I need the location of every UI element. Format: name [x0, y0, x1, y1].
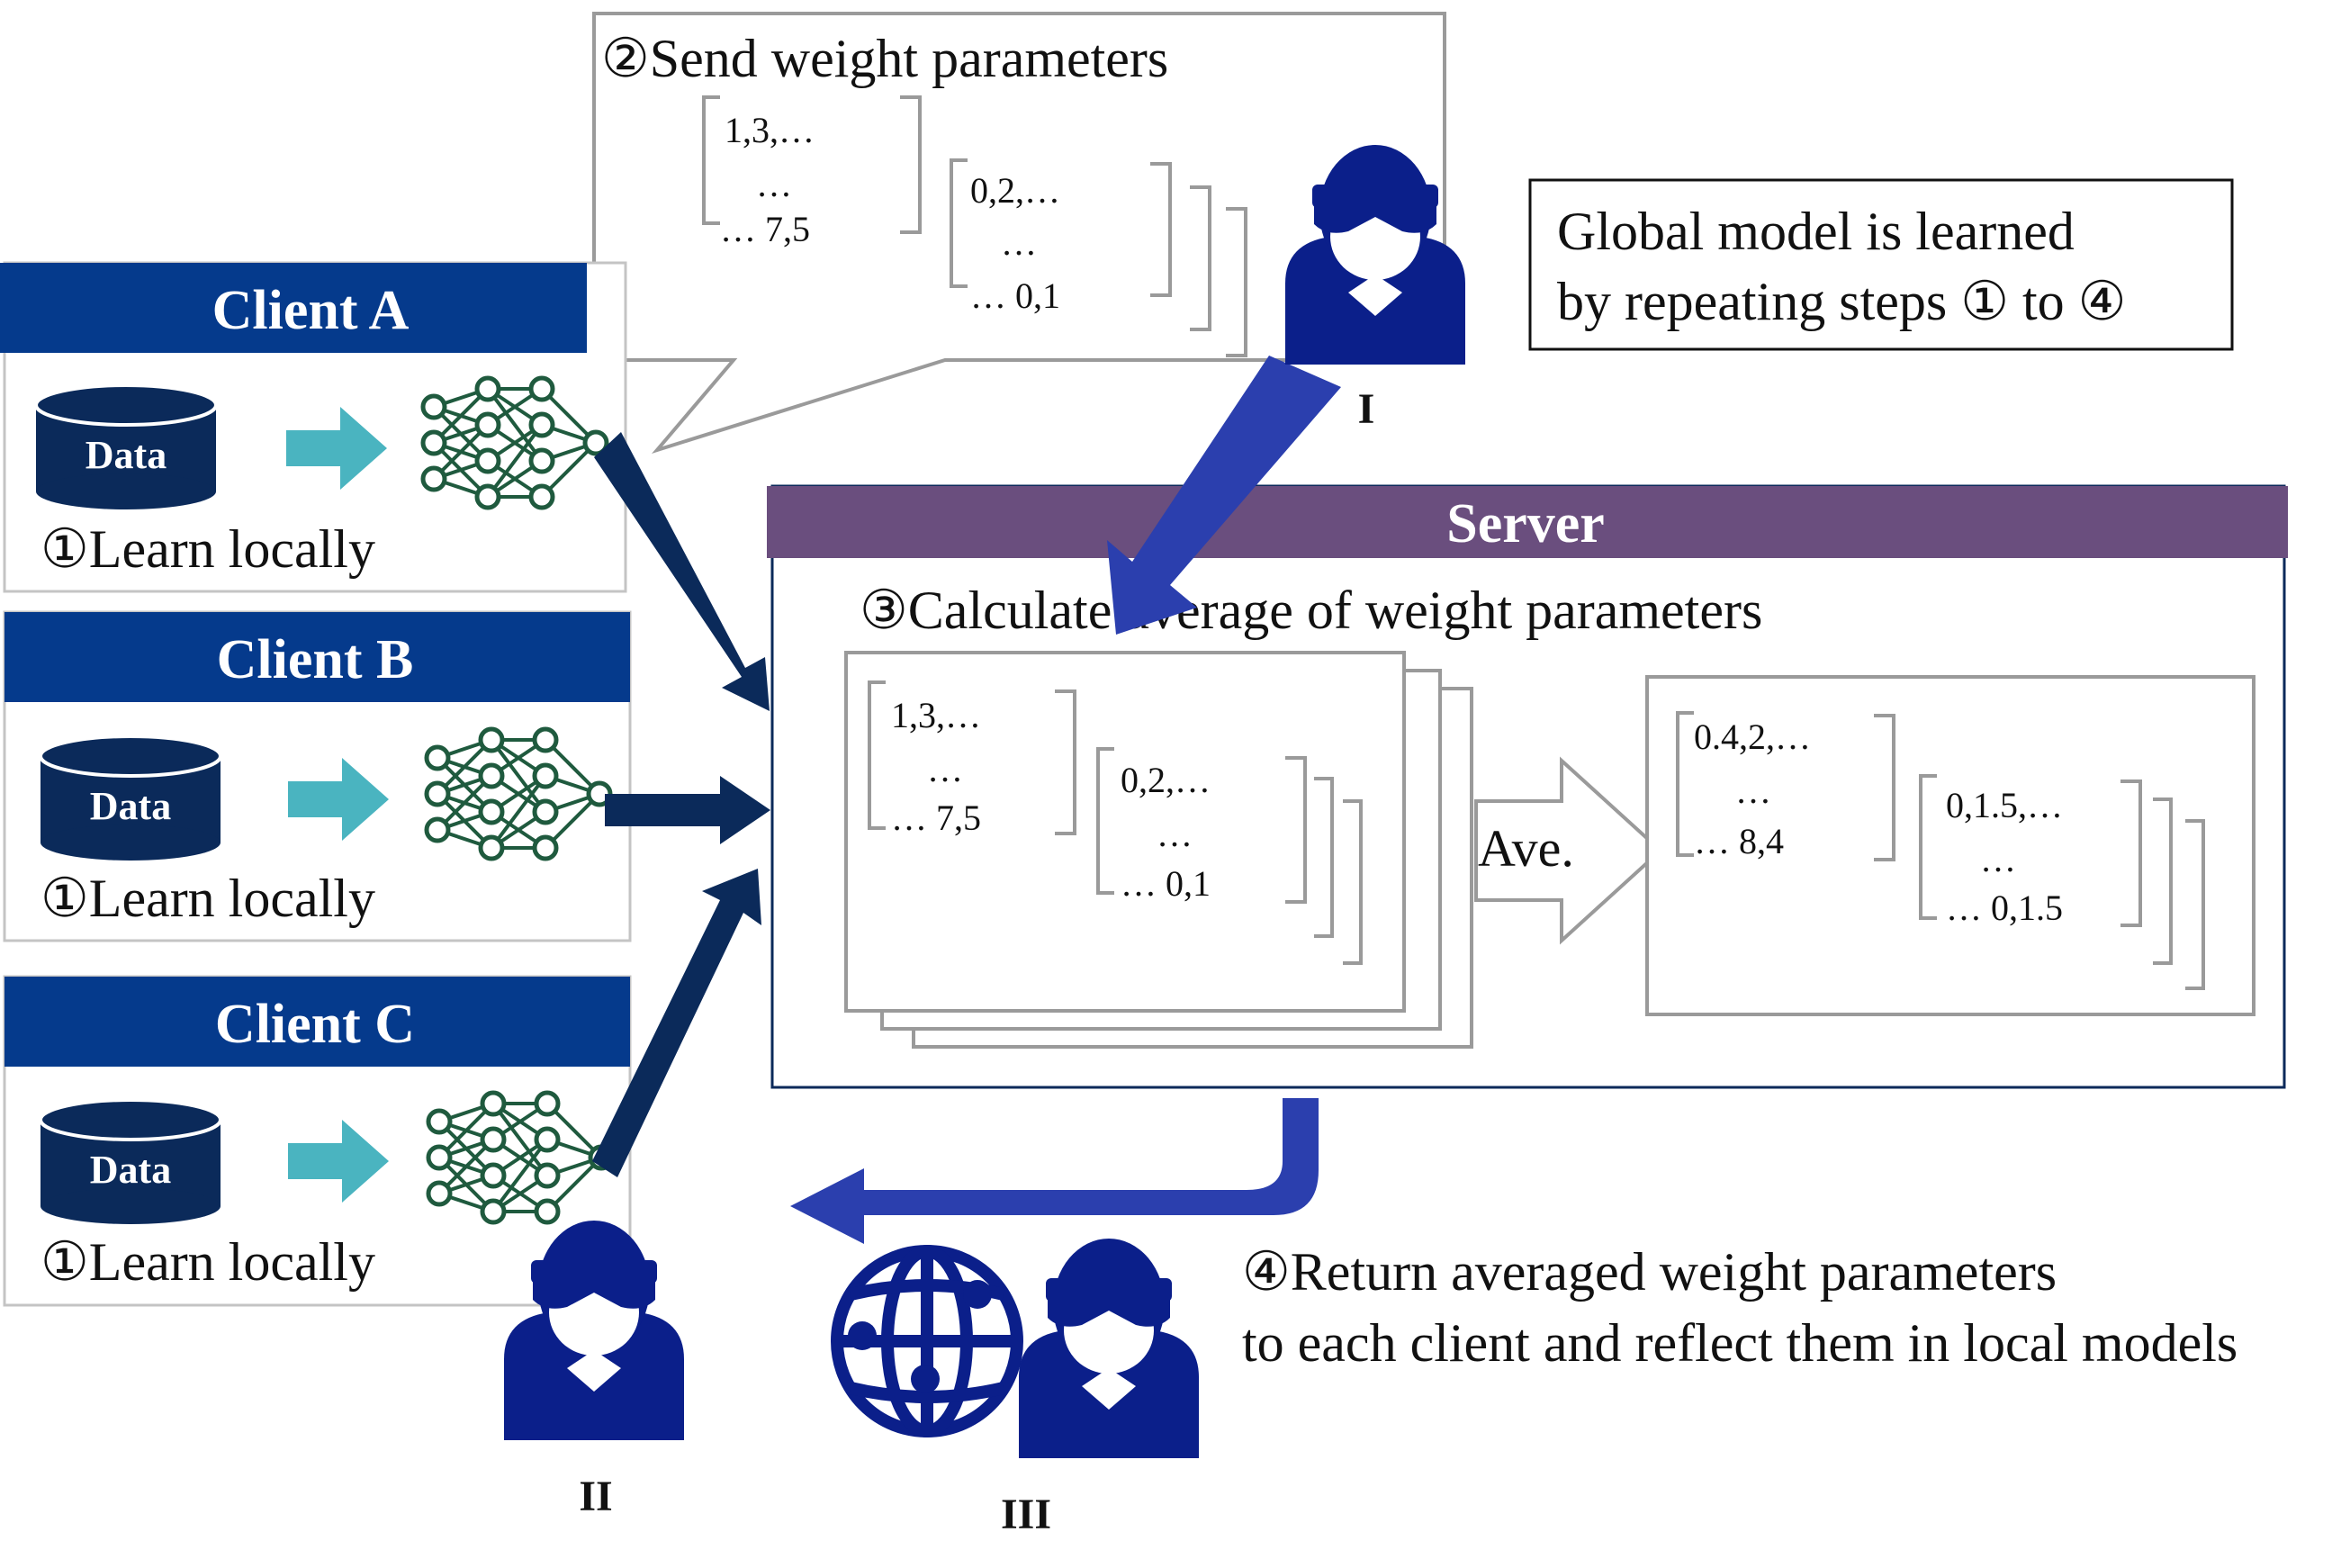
return-arrow: [790, 1098, 1319, 1244]
send-matrix-1: 1,3,… … … 7,5: [702, 95, 922, 249]
result-m2-row3: … 0,1.5: [1946, 888, 2063, 928]
client-b-db-label: Data: [90, 784, 171, 828]
send-m2-row3: … 0,1: [970, 275, 1060, 316]
client-c-db-label: Data: [90, 1148, 171, 1192]
send-m1-row1: 1,3,…: [725, 110, 815, 150]
teal-arrow-icon: [288, 758, 389, 841]
client-a-db-label: Data: [86, 433, 167, 477]
send-m1-row2: …: [756, 164, 792, 204]
client-b-step: ①Learn locally: [41, 869, 375, 928]
teal-arrow-icon: [286, 407, 387, 490]
attacker-person-icon: [1019, 1239, 1199, 1458]
client-b-title: Client B: [217, 629, 414, 690]
server-step: ③Calculate average of weight parameters: [860, 581, 1762, 640]
client-weights-stack: 1,3,… … … 7,5 0,2,… … … 0,1: [844, 651, 1473, 1049]
teal-arrow-icon: [288, 1120, 389, 1203]
result-m2-row1: 0,1.5,…: [1946, 785, 2063, 825]
send-m1-row3: … 7,5: [720, 209, 810, 249]
send-m2-row2: …: [1001, 222, 1037, 263]
note-line-1: Global model is learned: [1557, 202, 2075, 261]
result-m1-row1: 0.4,2,…: [1694, 716, 1811, 757]
arrow-b-to-server: [605, 776, 770, 844]
server-title: Server: [1446, 493, 1605, 554]
stack-m1-row2: …: [927, 749, 963, 789]
average-arrow: Ave.: [1474, 756, 1663, 945]
globe-icon: [831, 1245, 1023, 1437]
client-a-step: ①Learn locally: [41, 519, 375, 579]
return-step-line-1: ④Return averaged weight parameters: [1242, 1242, 2057, 1302]
upload-arrows: [592, 432, 770, 1177]
send-callout: ②Send weight parameters 1,3,… … … 7,5 0,…: [592, 12, 1446, 454]
server-panel: Server ③Calculate average of weight para…: [767, 484, 2288, 1089]
send-step-label: ②Send weight parameters: [601, 29, 1168, 88]
client-c-title: Client C: [215, 994, 415, 1055]
client-a-title: Client A: [212, 280, 410, 341]
stack-m1-row3: … 7,5: [891, 798, 981, 838]
arrow-a-to-server: [594, 432, 770, 711]
attacker-i-label: I: [1358, 385, 1375, 433]
note-line-2: by repeating steps ① to ④: [1557, 272, 2126, 331]
averaged-weights-card: 0.4,2,… … … 8,4 0,1.5,… … … 0,1.5: [1645, 675, 2255, 1016]
stack-m2-row2: …: [1157, 814, 1193, 854]
client-a-panel: Client A Data ①Learn locally: [0, 261, 627, 593]
return-step-line-2: to each client and reflect them in local…: [1242, 1313, 2237, 1373]
stack-m2-row3: … 0,1: [1121, 863, 1211, 904]
send-m2-row1: 0,2,…: [970, 170, 1060, 211]
client-b-panel: Client B Data ①Learn locally: [3, 610, 632, 942]
result-m1-row3: … 8,4: [1694, 821, 1784, 861]
result-m1-row2: …: [1735, 770, 1771, 811]
attacker-ii-label: II: [579, 1473, 612, 1520]
client-c-step: ①Learn locally: [41, 1232, 375, 1292]
stack-m2-row1: 0,2,…: [1121, 760, 1211, 800]
result-m2-row2: …: [1980, 839, 2016, 879]
stack-m1-row1: 1,3,…: [891, 695, 981, 735]
note-box: Global model is learned by repeating ste…: [1528, 178, 2234, 351]
send-matrix-2: 0,2,… … … 0,1: [950, 158, 1247, 357]
average-label: Ave.: [1478, 819, 1574, 878]
arrow-c-to-server: [592, 869, 761, 1177]
attacker-iii-label: III: [1001, 1491, 1051, 1538]
client-c-panel: Client C Data ①Learn locally: [3, 975, 632, 1307]
intercept-arrow-i: [1107, 356, 1341, 635]
